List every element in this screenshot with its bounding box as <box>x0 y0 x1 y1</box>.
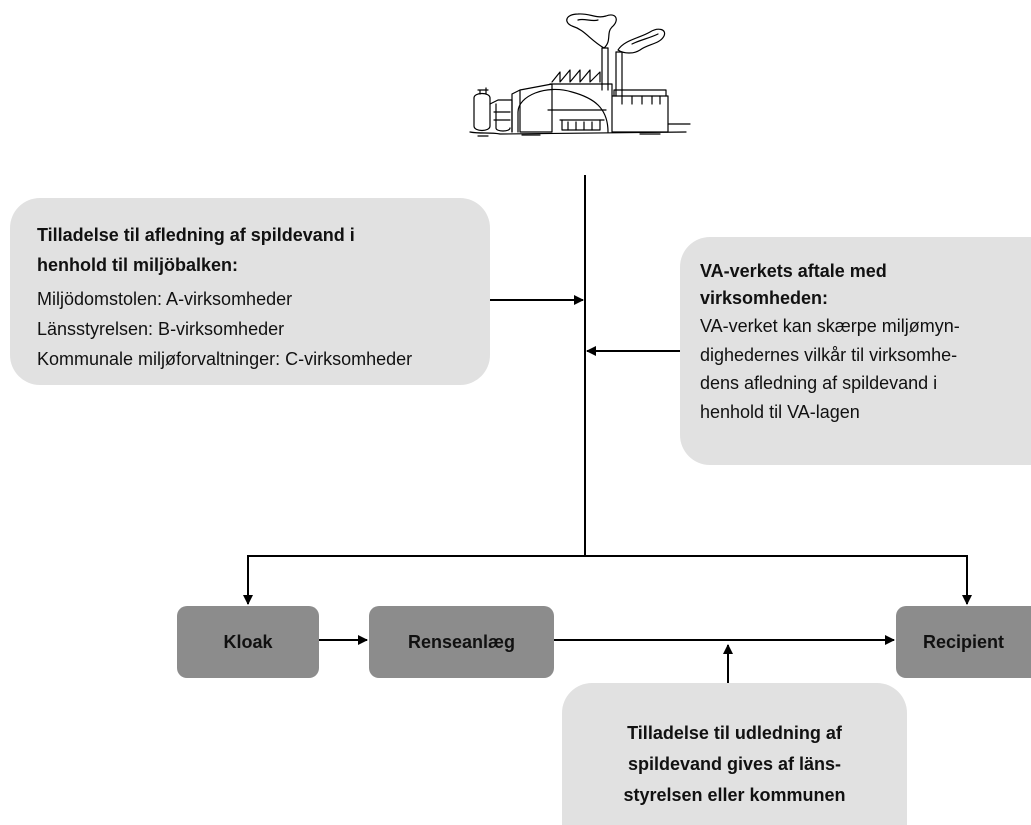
recipient-node: Recipient <box>896 606 1031 678</box>
kloak-node: Kloak <box>177 606 319 678</box>
authority-line-b: Länsstyrelsen: B-virksomheder <box>37 319 285 339</box>
miljobalken-title-line1: Tilladelse til afledning af spildevand i <box>37 225 355 245</box>
miljobalken-permit-box: Tilladelse til afledning af spildevand i… <box>10 198 490 385</box>
authority-line-c: Kommunale miljøforvaltninger: C-virksomh… <box>37 349 413 369</box>
authority-line-a: Miljödomstolen: A-virksomheder <box>37 289 293 309</box>
discharge-permit-box: Tilladelse til udledning af spildevand g… <box>562 683 907 825</box>
va-title-line2: virksomheden: <box>700 288 829 308</box>
miljobalken-title-line2: henhold til miljöbalken: <box>37 255 239 275</box>
miljobalken-permit-title: Tilladelse til afledning af spildevand i… <box>37 220 466 280</box>
va-agreement-box: VA-verkets aftale med virksomheden: VA-v… <box>680 237 1031 465</box>
va-agreement-body: VA-verket kan skærpe miljømyn- dighedern… <box>700 316 960 422</box>
factory-icon <box>469 13 691 137</box>
va-agreement-title: VA-verkets aftale med virksomheden: <box>700 258 1031 312</box>
renseanlaeg-node: Renseanlæg <box>369 606 554 678</box>
va-title-line1: VA-verkets aftale med <box>700 261 887 281</box>
